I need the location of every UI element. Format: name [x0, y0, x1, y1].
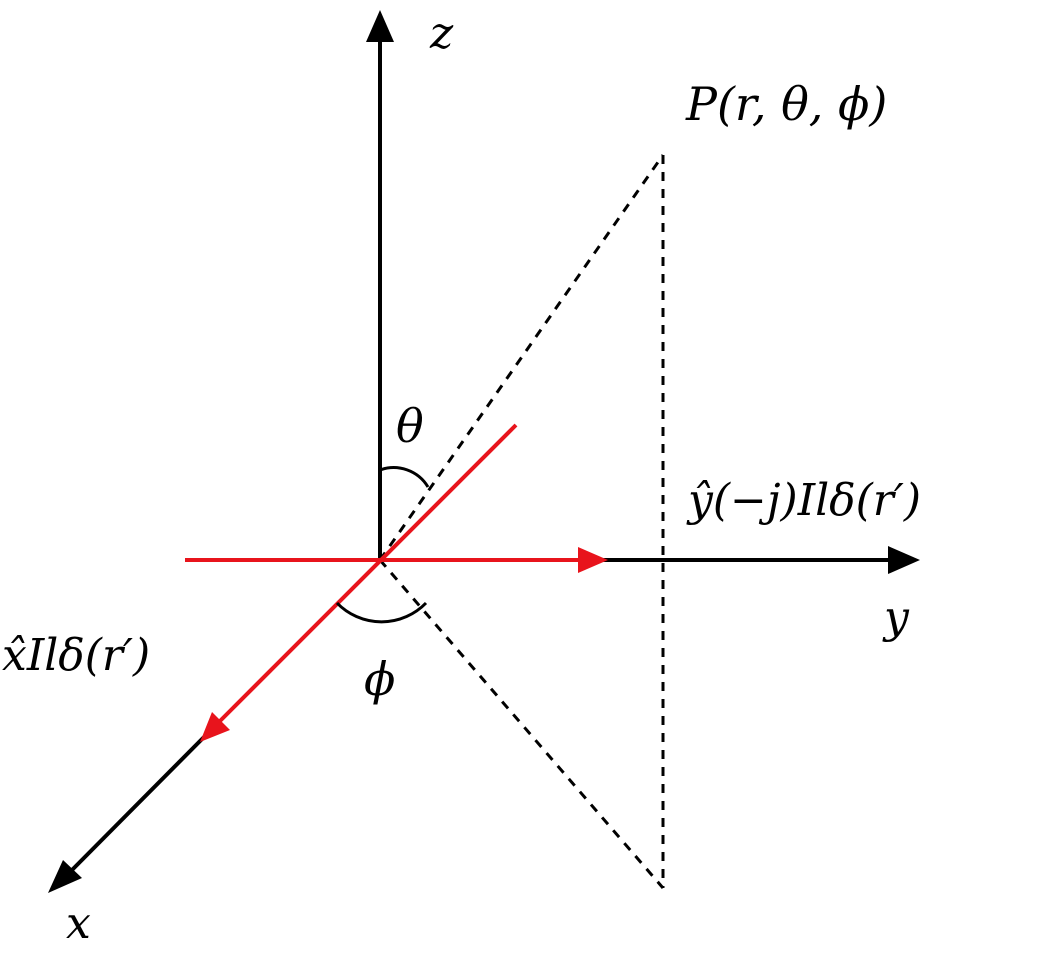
point-label: P(r, θ, ϕ)	[685, 77, 887, 131]
y-axis-arrowhead	[888, 546, 920, 574]
x-current-label: x̂Ilδ(r′)	[2, 630, 150, 681]
z-axis-arrowhead	[366, 10, 394, 42]
y-axis-label: y	[882, 592, 910, 643]
y-current-label: ŷ(−j)Ilδ(r′)	[686, 475, 921, 526]
x-axis-arrowhead	[48, 860, 82, 893]
phi-label: ϕ	[364, 652, 395, 706]
x-current-arrowhead	[200, 712, 230, 742]
x-current-element	[216, 423, 518, 725]
x-axis-label: x	[66, 898, 91, 949]
theta-label: θ	[396, 399, 424, 453]
theta-angle-arc	[379, 466, 430, 488]
ground-projection-line	[378, 559, 665, 889]
z-axis-label: z	[429, 8, 454, 59]
projection-line-to-point	[378, 154, 665, 561]
phi-angle-arc	[335, 601, 428, 624]
x-axis	[70, 731, 210, 872]
y-current-arrowhead	[578, 547, 608, 573]
